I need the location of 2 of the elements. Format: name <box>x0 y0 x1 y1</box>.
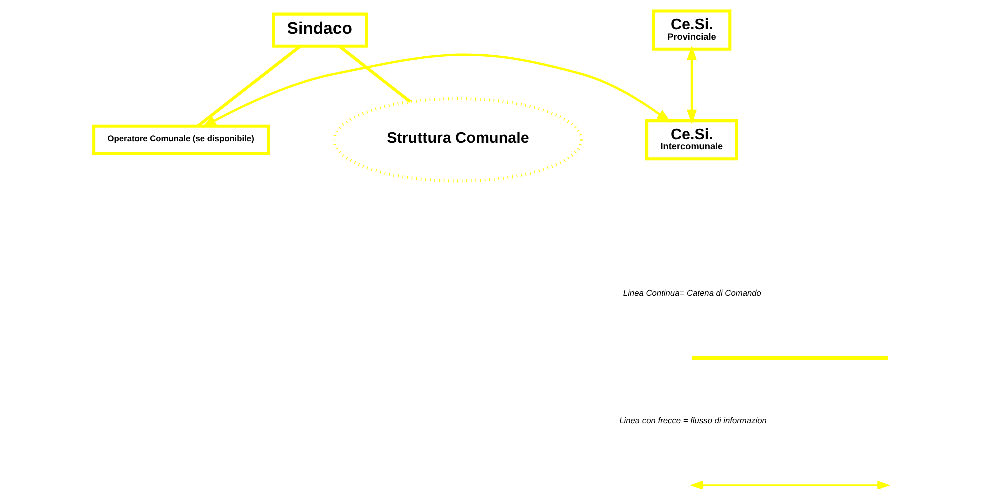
legend-label: Linea Continua= Catena di Comando <box>622 288 761 298</box>
legend-label: Linea con frecce = flusso di informazion <box>619 415 766 426</box>
